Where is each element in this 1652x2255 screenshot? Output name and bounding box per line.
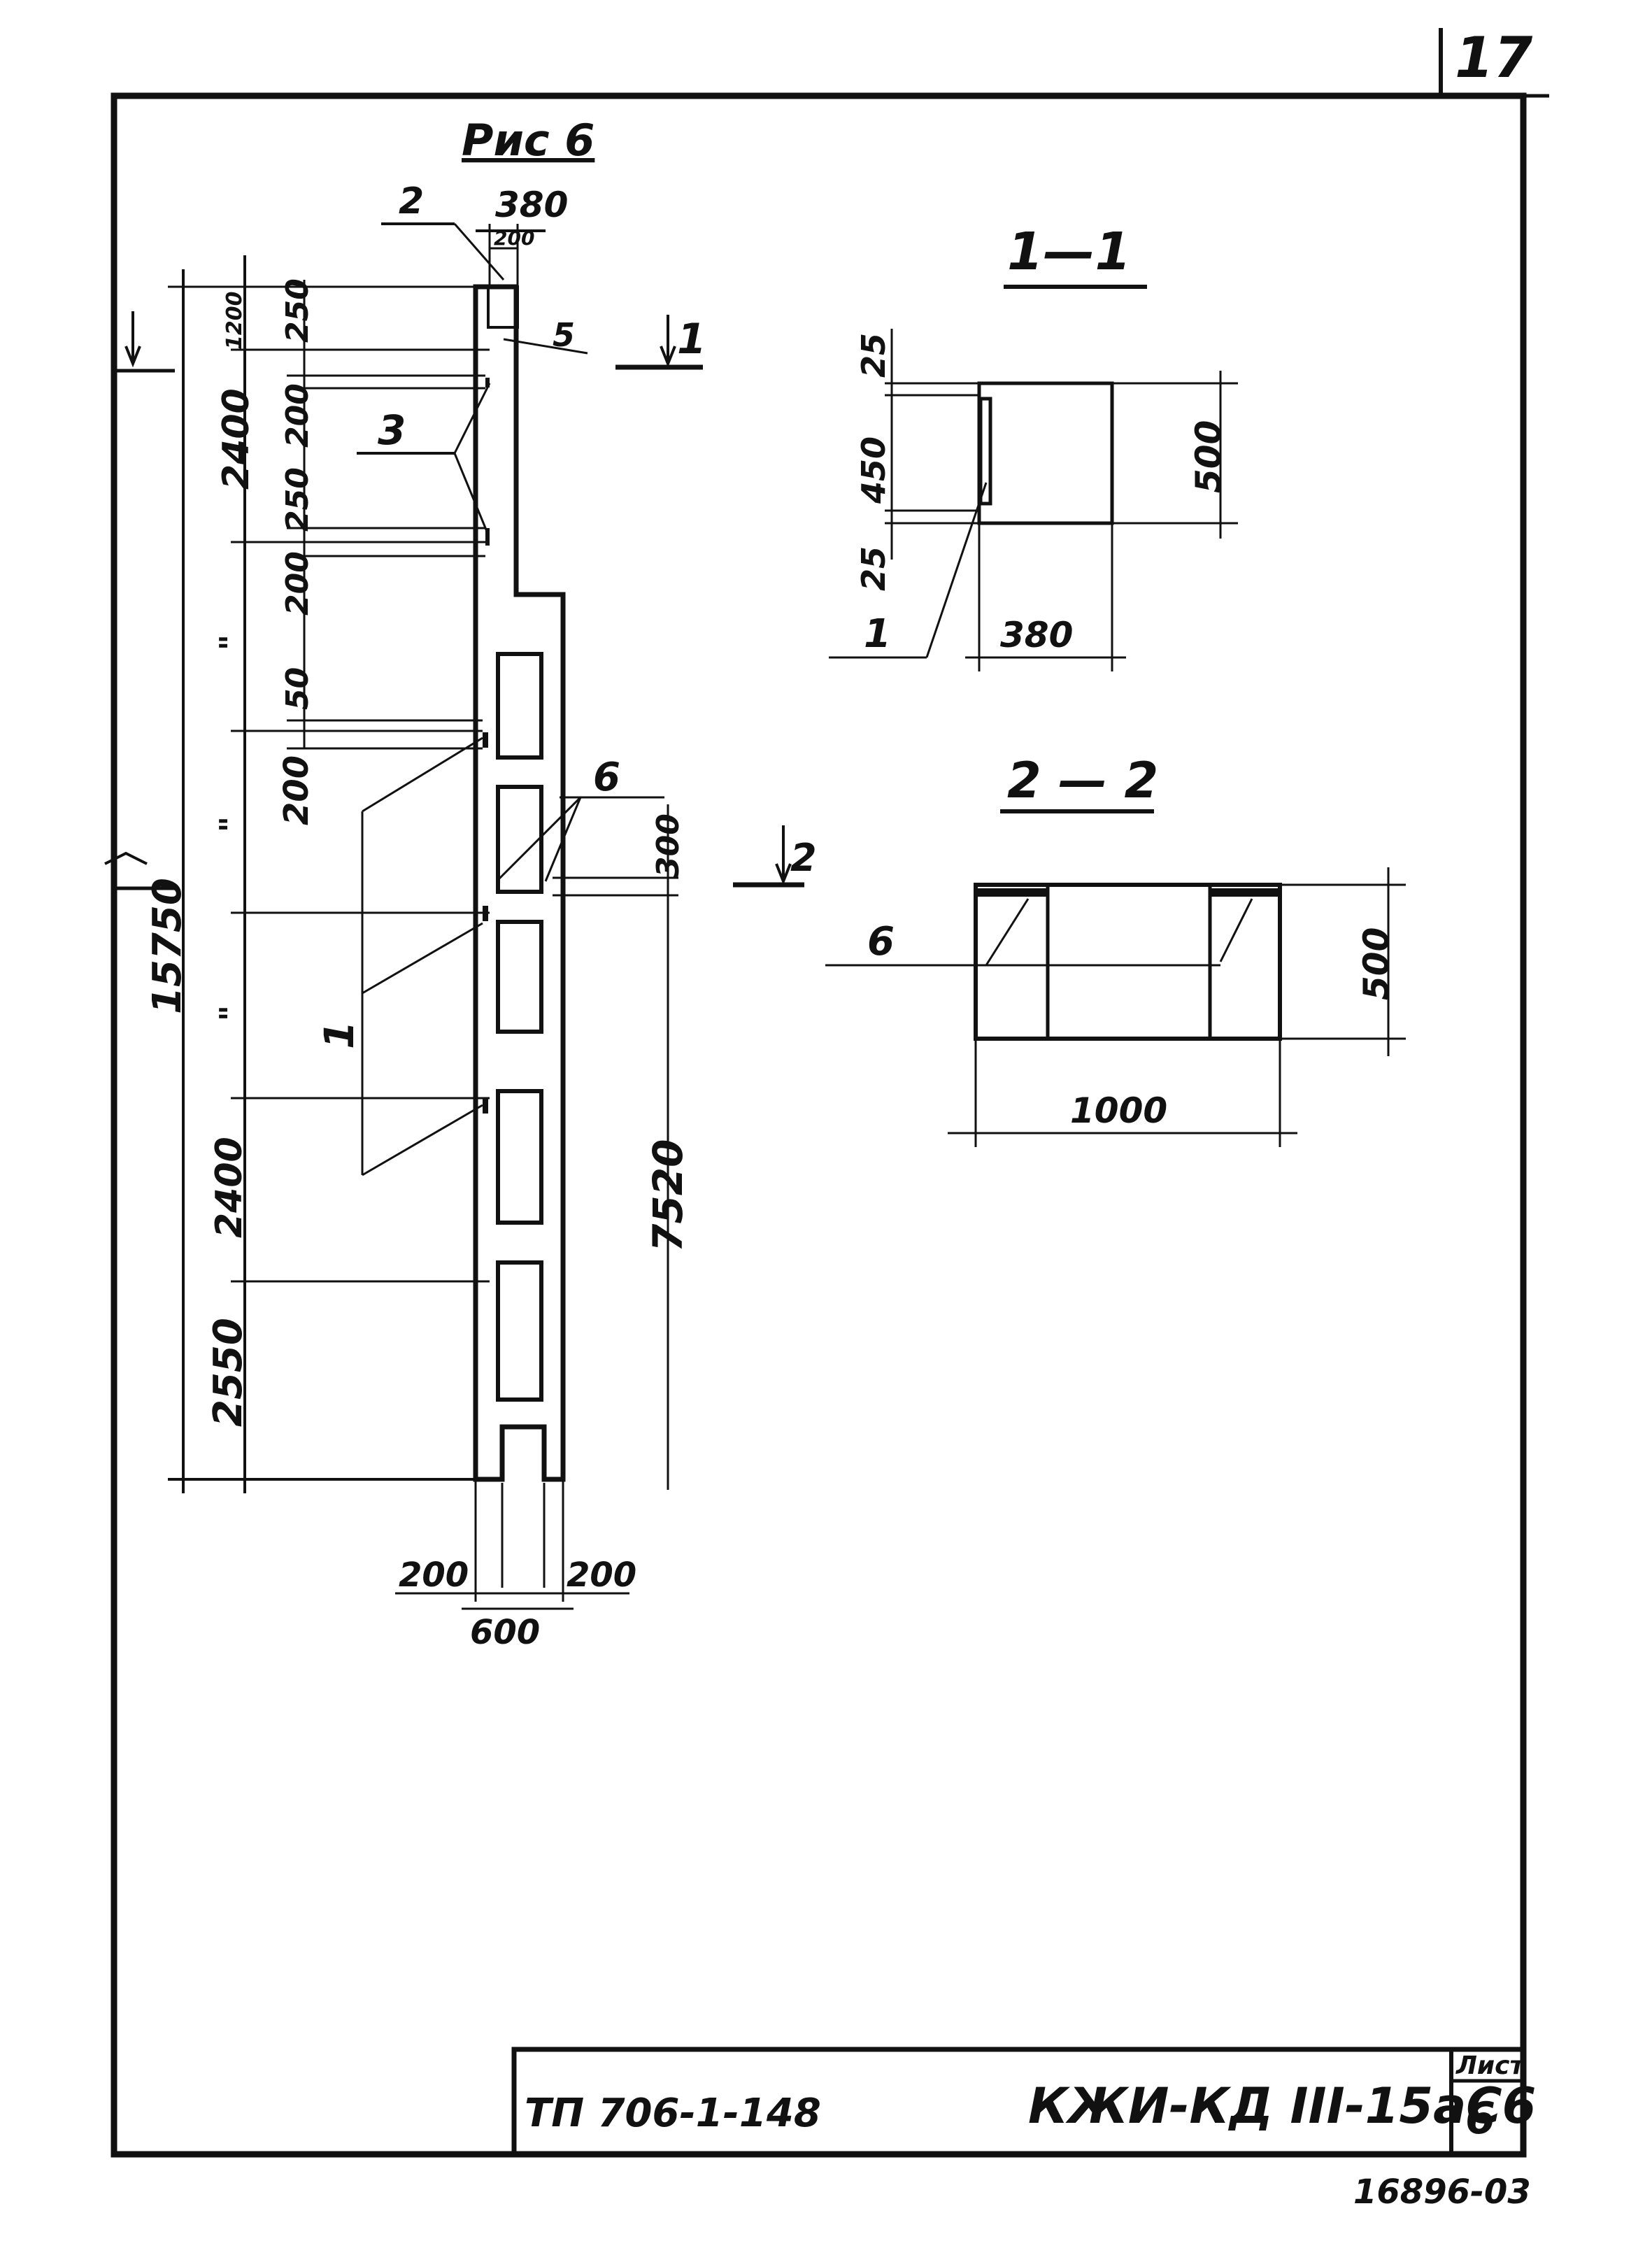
top-width-dim: 380 <box>495 185 568 225</box>
void-5 <box>496 1260 543 1402</box>
section-2-2-title: 2 — 2 <box>1007 752 1158 809</box>
void-2 <box>496 785 543 894</box>
section-1-1-dim-25-top: 25 <box>855 333 892 378</box>
dim-bottom-600: 600 <box>470 1613 540 1652</box>
section-2-2-callout: 6 <box>867 919 895 965</box>
dim-15750: 15750 <box>145 878 190 1014</box>
dim-2400-top: 2400 <box>215 388 257 490</box>
section-2-2-dim-500: 500 <box>1356 927 1397 1000</box>
top-inner-dim: 200 <box>494 227 534 250</box>
section-1-1-callout: 1 <box>864 611 891 657</box>
section-1-1-dim-380: 380 <box>1000 615 1073 655</box>
void-4 <box>496 1089 543 1225</box>
leader-6-label: 6 <box>593 755 620 800</box>
frame-border <box>111 92 1527 2158</box>
leader-1-label: 1 <box>315 1021 363 1049</box>
dim-7520: 7520 <box>644 1139 692 1252</box>
title-project-code: ТП 706-1-148 <box>525 2091 821 2136</box>
title-sheet-label: Лист <box>1455 2051 1525 2080</box>
column-cap <box>487 285 519 329</box>
dim-bottom-200-right: 200 <box>567 1556 636 1595</box>
dim-ditto-a: " <box>213 634 249 650</box>
section-1-1-plate <box>978 397 992 506</box>
section-1-1-dim-450: 450 <box>855 436 892 504</box>
leader-2-label: 2 <box>399 180 424 222</box>
section-1-1-dim-25-bottom: 25 <box>855 546 892 591</box>
section-1-1-body <box>977 381 1114 525</box>
dim-50: 50 <box>280 667 315 710</box>
dim-200-c: 200 <box>277 755 316 825</box>
leader-5-label: 5 <box>553 316 575 354</box>
column-outline <box>473 284 566 1482</box>
dim-2400-bottom: 2400 <box>208 1137 250 1238</box>
dim-ditto-b: " <box>213 816 249 832</box>
dim-1200: 1200 <box>222 292 247 350</box>
void-1 <box>496 652 543 760</box>
title-sheet-number: 6 <box>1465 2093 1495 2144</box>
title-drawing-code: КЖИ-КД III-15аС6 <box>1028 2077 1536 2135</box>
figure-title: Рис 6 <box>462 115 594 166</box>
archive-number: 16896-03 <box>1353 2172 1531 2212</box>
dim-250-a: 250 <box>280 278 315 343</box>
leader-3-label: 3 <box>378 406 406 454</box>
section-1-1-dim-500: 500 <box>1188 420 1229 493</box>
section-2-2-body <box>974 883 1282 1041</box>
dim-200-a: 200 <box>280 383 315 448</box>
section-mark-2: 2 <box>790 836 817 880</box>
dim-200-b: 200 <box>280 551 315 616</box>
dim-300: 300 <box>650 813 686 878</box>
dim-250-b: 250 <box>280 467 315 532</box>
title-block <box>511 2047 1526 2157</box>
dim-bottom-200-left: 200 <box>399 1556 469 1595</box>
sheet-number-top: 17 <box>1455 25 1533 90</box>
section-mark-1: 1 <box>677 315 706 364</box>
dim-2550: 2550 <box>206 1318 251 1427</box>
dim-ditto-c: " <box>213 1005 249 1021</box>
section-1-1-title: 1—1 <box>1007 222 1131 282</box>
void-3 <box>496 920 543 1034</box>
section-2-2-dim-1000: 1000 <box>1070 1090 1167 1131</box>
